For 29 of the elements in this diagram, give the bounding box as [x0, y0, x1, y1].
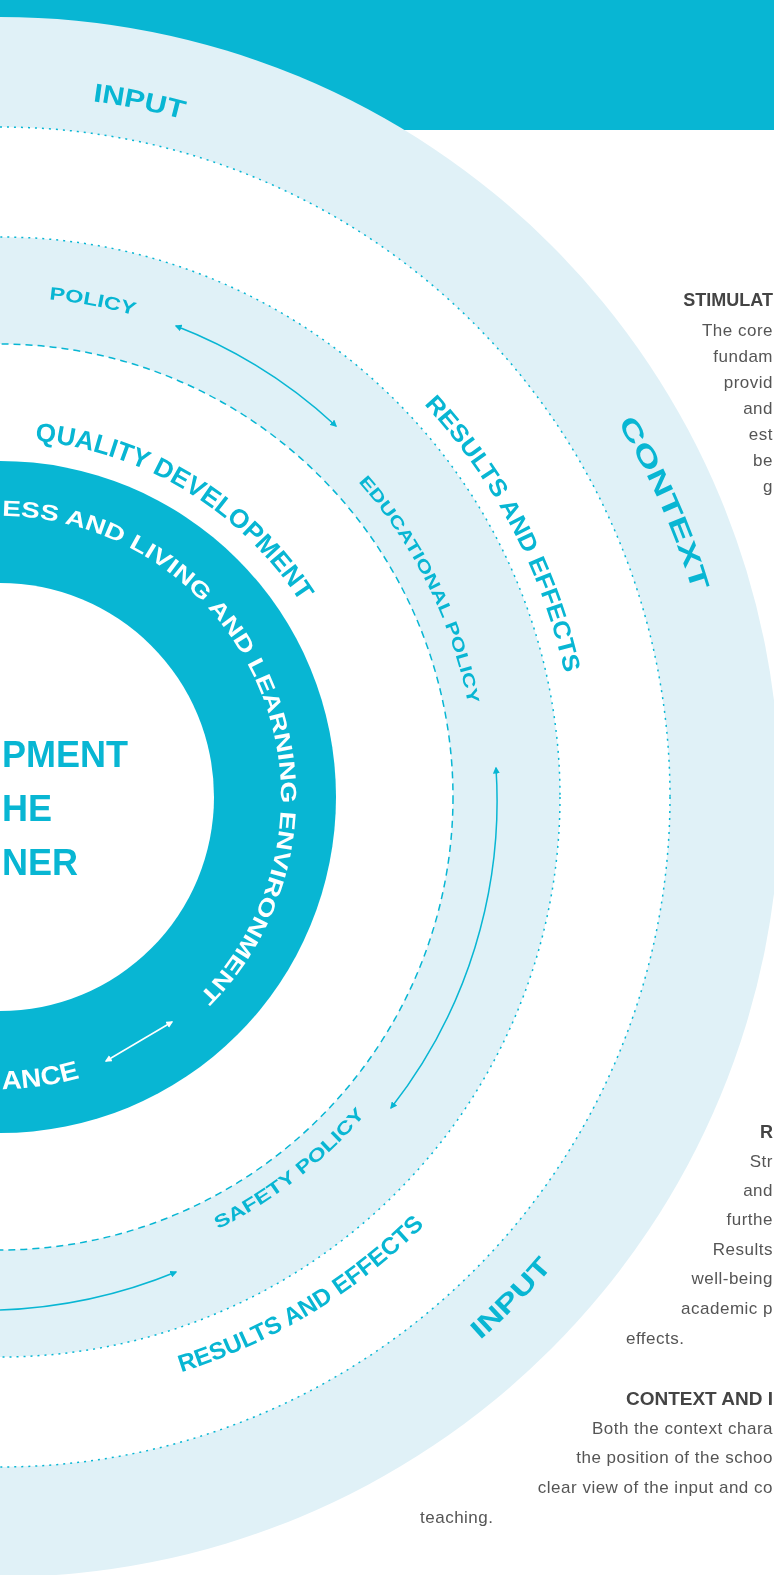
body-text: clear view of the input and co: [537, 1478, 773, 1496]
body-text: Both the context chara: [591, 1419, 773, 1437]
body-text: academic p: [681, 1299, 773, 1317]
arrow: [174, 325, 338, 427]
body-text: effects.: [626, 1329, 685, 1347]
body-text: g: [763, 477, 773, 495]
center-title: PMENT HE NER: [2, 733, 128, 885]
ring-label: INPUT: [91, 77, 187, 125]
section-heading: R: [760, 1123, 773, 1141]
ring-label: ANCE: [0, 1055, 81, 1096]
body-text: Results: [712, 1240, 773, 1258]
body-text: teaching.: [420, 1508, 494, 1526]
body-text: the position of the schoo: [576, 1448, 773, 1466]
body-text: provid: [723, 373, 773, 391]
body-text: est: [748, 425, 773, 443]
section-heading: STIMULAT: [683, 291, 773, 309]
section-heading: CONTEXT AND I: [625, 1388, 773, 1408]
body-text: well-being: [691, 1269, 773, 1287]
body-text: and: [743, 1181, 773, 1199]
body-text: furthe: [726, 1210, 773, 1228]
body-text: Str: [749, 1152, 773, 1170]
body-text: be: [753, 451, 773, 469]
body-text: and: [743, 399, 773, 417]
arrow: [104, 1021, 174, 1062]
arrow: [390, 766, 500, 1110]
arrow: [0, 1270, 178, 1311]
ring-label: POLICY: [48, 283, 135, 319]
body-text: The core: [701, 321, 773, 339]
body-text: fundam: [713, 347, 773, 365]
